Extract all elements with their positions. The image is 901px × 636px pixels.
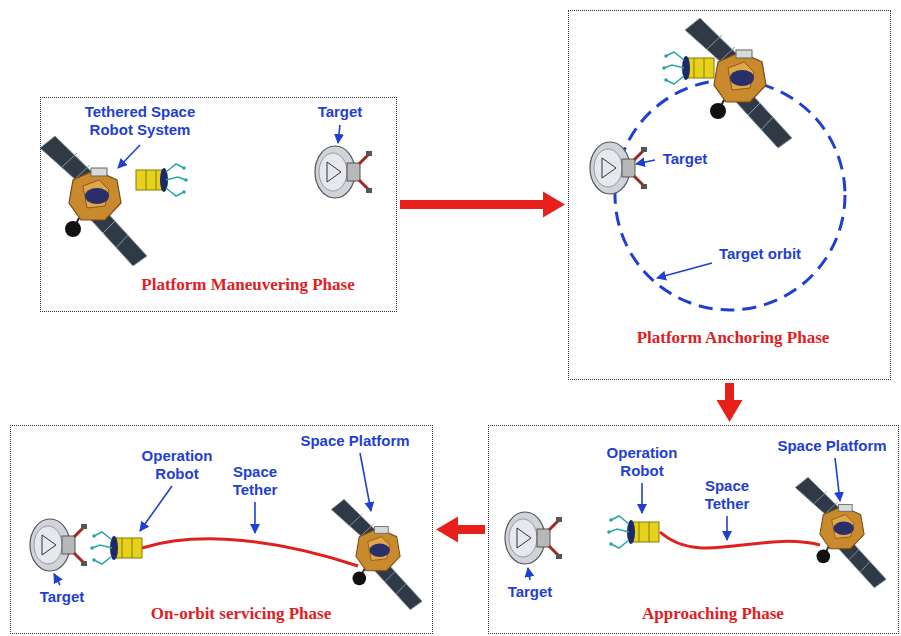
operation-robot (662, 52, 714, 84)
target-satellite (315, 146, 372, 198)
target-satellite (30, 519, 87, 571)
leader-line (254, 502, 256, 533)
arrow-shaft (456, 525, 485, 534)
space-platform (795, 477, 886, 588)
phase-panel: Approaching Phase (488, 425, 899, 634)
phase-title: On-orbit servicing Phase (151, 604, 331, 624)
arrow-shaft (725, 383, 734, 402)
part-label: Space Platform (777, 437, 886, 455)
space-platform (331, 499, 422, 610)
target-orbit (615, 80, 845, 310)
space-platform (40, 136, 147, 266)
leader-line (835, 458, 840, 501)
leader-line (118, 145, 140, 168)
operation-robot (90, 532, 142, 564)
leader-line (726, 516, 728, 540)
part-label: Target orbit (719, 245, 801, 263)
part-label: Target (508, 583, 553, 601)
part-label: Space Tether (224, 463, 286, 499)
leader-line (528, 568, 530, 580)
part-label: Tethered Space Robot System (78, 103, 203, 139)
phase-title: Platform Anchoring Phase (637, 328, 830, 348)
leader-line (338, 125, 340, 143)
arrow-head (436, 517, 458, 543)
leader-line (641, 483, 643, 513)
part-label: Operation Robot (135, 447, 220, 483)
arrow-head (543, 192, 565, 218)
leader-line (657, 263, 712, 278)
part-label: Space Tether (696, 477, 758, 513)
arrow-shaft (400, 200, 545, 209)
space-platform (685, 18, 792, 148)
leader-line (636, 160, 655, 164)
part-label: Target (40, 588, 85, 606)
target-satellite (590, 142, 647, 194)
operation-robot (607, 516, 659, 548)
leader-line (54, 574, 60, 585)
part-label: Target (318, 103, 363, 121)
part-label: Operation Robot (600, 444, 685, 480)
arrow-head (717, 400, 743, 422)
flow-arrow (400, 192, 565, 218)
phase-title: Platform Maneuvering Phase (141, 275, 354, 295)
target-satellite (505, 512, 562, 564)
flow-arrow (436, 517, 485, 543)
part-label: Space Platform (300, 432, 409, 450)
leader-line (140, 486, 172, 531)
flow-arrow (717, 383, 743, 422)
space-tether (142, 539, 358, 566)
space-tether (660, 532, 820, 548)
phase-title: Approaching Phase (642, 604, 784, 624)
phase-panel: Platform Anchoring Phase (568, 10, 891, 380)
leader-line (360, 453, 371, 511)
part-label: Target (663, 150, 708, 168)
operation-robot (136, 164, 188, 196)
